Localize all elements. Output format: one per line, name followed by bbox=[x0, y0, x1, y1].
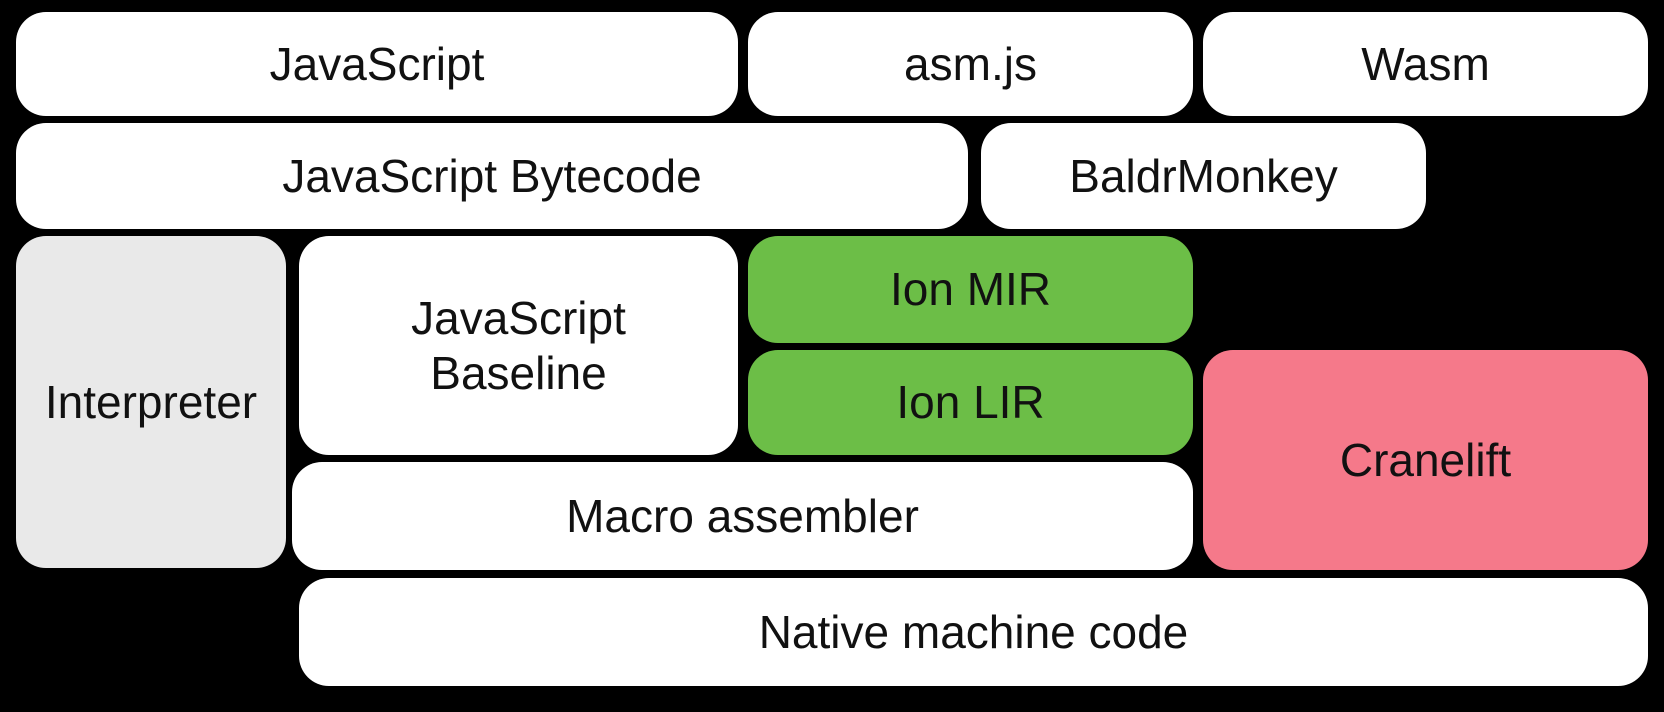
node-asm-js: asm.js bbox=[748, 12, 1193, 116]
node-ion-mir: Ion MIR bbox=[748, 236, 1193, 343]
node-ion-lir: Ion LIR bbox=[748, 350, 1193, 455]
node-javascript-baseline: JavaScript Baseline bbox=[299, 236, 738, 455]
node-javascript: JavaScript bbox=[16, 12, 738, 116]
node-baldrmonkey: BaldrMonkey bbox=[981, 123, 1426, 229]
node-javascript-bytecode: JavaScript Bytecode bbox=[16, 123, 968, 229]
node-macro-assembler: Macro assembler bbox=[292, 462, 1193, 570]
node-cranelift: Cranelift bbox=[1203, 350, 1648, 570]
node-wasm: Wasm bbox=[1203, 12, 1648, 116]
node-native-machine-code: Native machine code bbox=[299, 578, 1648, 686]
node-interpreter: Interpreter bbox=[16, 236, 286, 568]
